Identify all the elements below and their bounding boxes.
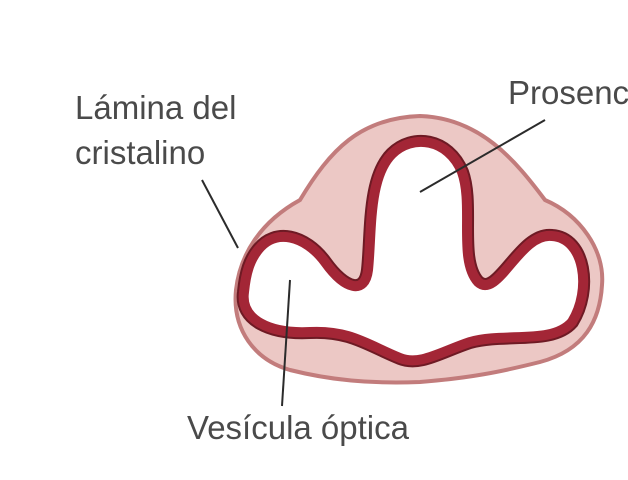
label-lens-plate-line2: cristalino	[75, 134, 205, 171]
lens-plate-leader	[201, 179, 239, 249]
neural-tube-wall-core	[238, 136, 589, 366]
prosencephalon-leader	[419, 119, 546, 193]
optic-vesicle-leader	[281, 279, 291, 407]
label-optic-vesicle: Vesícula óptica	[187, 409, 410, 446]
label-prosencephalon: Prosencéfalo	[508, 74, 628, 111]
label-lens-plate-line1: Lámina del	[75, 89, 236, 126]
